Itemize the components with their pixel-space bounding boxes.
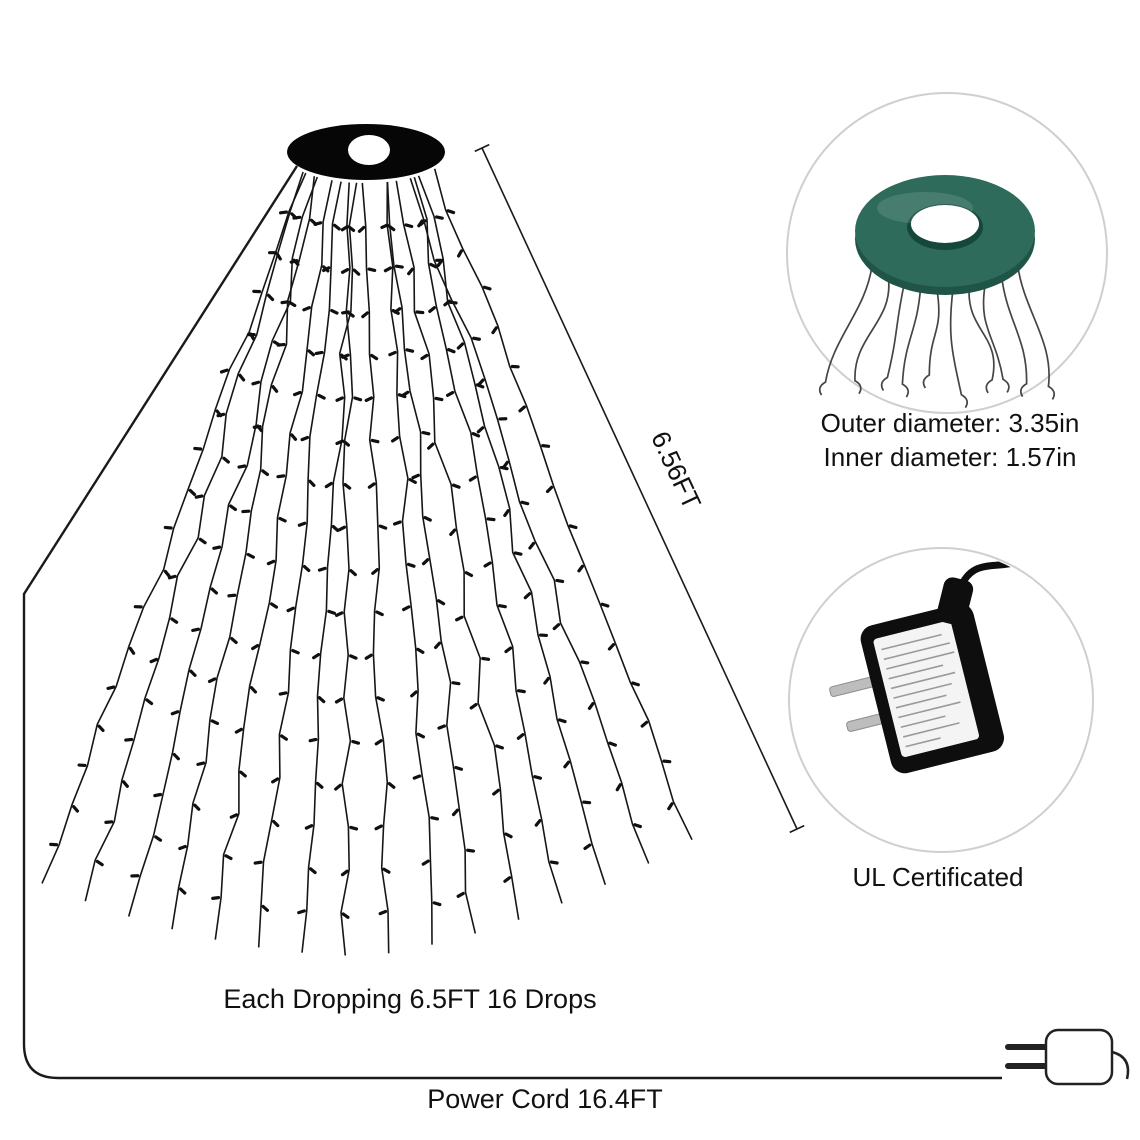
adapter-label-text-lines xyxy=(881,633,961,748)
green-ring xyxy=(855,175,1035,295)
inner-diameter-label: Inner diameter: 1.57in xyxy=(824,442,1077,472)
height-dimension xyxy=(474,143,805,834)
height-label: 6.56FT xyxy=(645,427,707,514)
ring-detail-callout: Outer diameter: 3.35in Inner diameter: 1… xyxy=(786,92,1108,472)
drops-label: Each Dropping 6.5FT 16 Drops xyxy=(223,984,596,1014)
outer-diameter-label: Outer diameter: 3.35in xyxy=(821,408,1080,438)
dimension-cap-top xyxy=(474,143,490,153)
hanging-light-wires xyxy=(818,265,1056,409)
light-strands xyxy=(41,168,693,956)
topper-ring-hole xyxy=(348,135,390,165)
adapter-detail-callout: UL Certificated xyxy=(788,547,1094,892)
tree-topper-ring xyxy=(287,124,445,180)
power-cord-line xyxy=(22,165,1002,1080)
power-cord-label: Power Cord 16.4FT xyxy=(427,1084,663,1114)
green-ring-highlight xyxy=(877,192,973,224)
adapter-cord-connector xyxy=(936,577,974,626)
power-adapter xyxy=(829,550,1044,774)
ul-certificated-label: UL Certificated xyxy=(853,862,1024,892)
green-ring-hole xyxy=(911,205,979,243)
plug-cord-stub xyxy=(1111,1050,1130,1080)
dimension-cap-bottom xyxy=(789,824,805,834)
plug-icon xyxy=(1005,1028,1130,1086)
plug-body xyxy=(1044,1028,1114,1086)
dimension-line xyxy=(481,147,798,830)
